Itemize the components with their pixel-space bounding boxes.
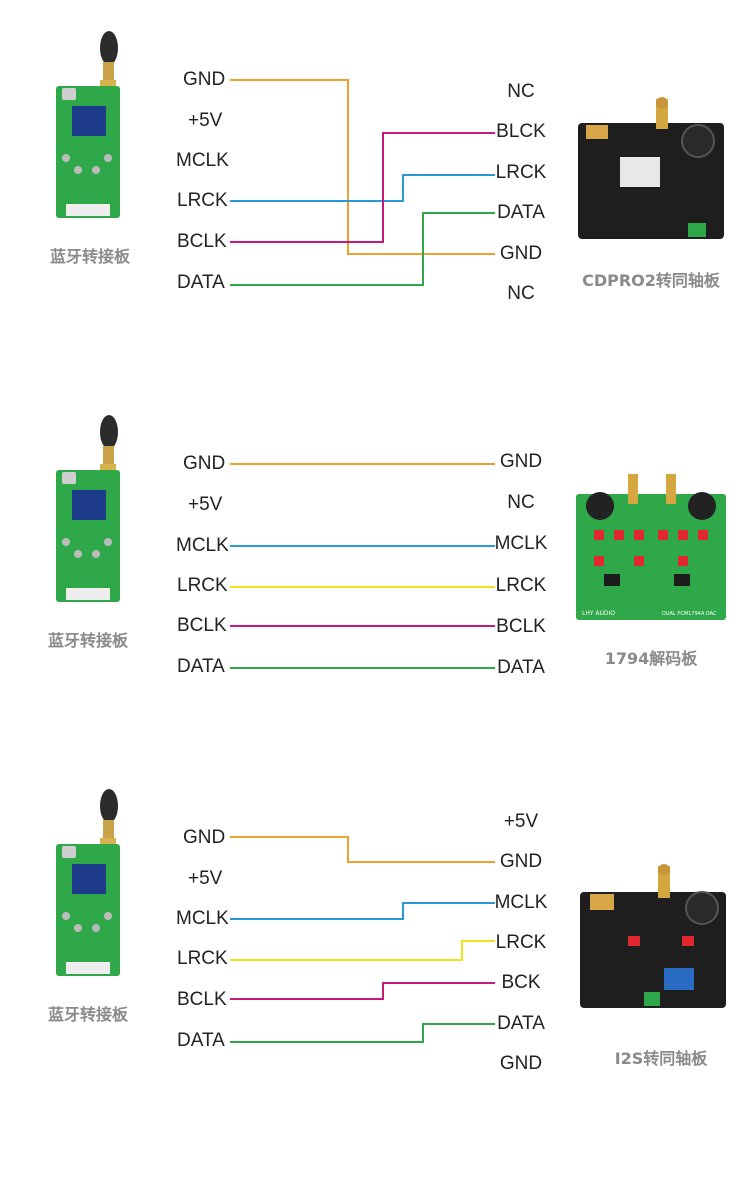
wire-lrck-3 <box>230 940 495 961</box>
left-pin-bclk: BCLK <box>177 615 227 636</box>
dac-1794-board-image: LHY AUDIO DUAL PCM1794A DAC <box>576 474 726 620</box>
right-pin-nc: NC <box>507 81 535 102</box>
bluetooth-board-image <box>56 31 120 218</box>
right-pin-data: DATA <box>497 202 545 223</box>
wire-bclk-3 <box>230 982 495 1000</box>
right-pin-bclk: BCLK <box>496 616 546 637</box>
right-pin-lrck: LRCK <box>495 932 547 953</box>
left-pin-bclk: BCLK <box>177 231 227 252</box>
wire-data-3 <box>230 1023 495 1043</box>
left-pin-data: DATA <box>177 1030 225 1051</box>
left-pin-data: DATA <box>177 272 225 293</box>
board-label-lhy: LHY AUDIO <box>582 610 615 617</box>
left-pin-lrck: LRCK <box>177 948 228 969</box>
left-pin-5v: +5V <box>188 868 223 889</box>
right-board-caption: I2S转同轴板 <box>614 1049 708 1068</box>
wire-mclk-3 <box>230 902 495 920</box>
left-pin-mclk: MCLK <box>176 535 229 556</box>
left-board-caption: 蓝牙转接板 <box>47 631 128 650</box>
right-pin-mclk: MCLK <box>494 533 548 554</box>
right-pin-data: DATA <box>497 1013 545 1034</box>
right-pin-gnd-2: GND <box>499 1053 543 1074</box>
left-board-caption: 蓝牙转接板 <box>49 247 130 266</box>
cdpro2-board-image <box>578 97 724 239</box>
bluetooth-board-image <box>56 415 120 602</box>
wire-data-1 <box>230 212 495 286</box>
left-pin-bclk: BCLK <box>177 989 227 1010</box>
wire-gnd-1 <box>230 79 495 255</box>
left-pin-mclk: MCLK <box>176 908 229 929</box>
left-pin-mclk: MCLK <box>176 150 229 171</box>
right-pin-gnd: GND <box>499 243 543 264</box>
right-pin-nc-2: NC <box>507 283 535 304</box>
left-board-caption: 蓝牙转接板 <box>47 1005 128 1024</box>
wire-bclk-1 <box>230 132 495 243</box>
right-pin-mclk: MCLK <box>494 892 548 913</box>
right-pin-gnd: GND <box>499 451 543 472</box>
i2s-coax-board-image <box>580 864 726 1008</box>
bluetooth-board-image <box>56 789 120 976</box>
right-pin-lrck: LRCK <box>495 575 547 596</box>
left-pin-5v: +5V <box>188 494 223 515</box>
right-pin-gnd: GND <box>499 851 543 872</box>
left-pin-gnd: GND <box>183 453 226 474</box>
left-pin-lrck: LRCK <box>177 190 228 211</box>
wire-lrck-1 <box>230 174 495 202</box>
left-pin-data: DATA <box>177 656 225 677</box>
left-pin-gnd: GND <box>183 69 226 90</box>
right-pin-bck: BCK <box>501 972 541 993</box>
left-pin-gnd: GND <box>183 827 226 848</box>
right-board-caption: 1794解码板 <box>604 649 698 668</box>
right-pin-lrck: LRCK <box>495 162 547 183</box>
left-pin-5v: +5V <box>188 110 223 131</box>
wire-gnd-3 <box>230 836 495 863</box>
left-pin-lrck: LRCK <box>177 575 228 596</box>
right-pin-blck: BLCK <box>496 121 546 142</box>
right-board-caption: CDPRO2转同轴板 <box>582 271 720 290</box>
board-label-dac: DUAL PCM1794A DAC <box>662 611 717 617</box>
right-pin-data: DATA <box>497 657 545 678</box>
right-pin-nc: NC <box>507 492 535 513</box>
right-pin-5v: +5V <box>503 811 539 832</box>
